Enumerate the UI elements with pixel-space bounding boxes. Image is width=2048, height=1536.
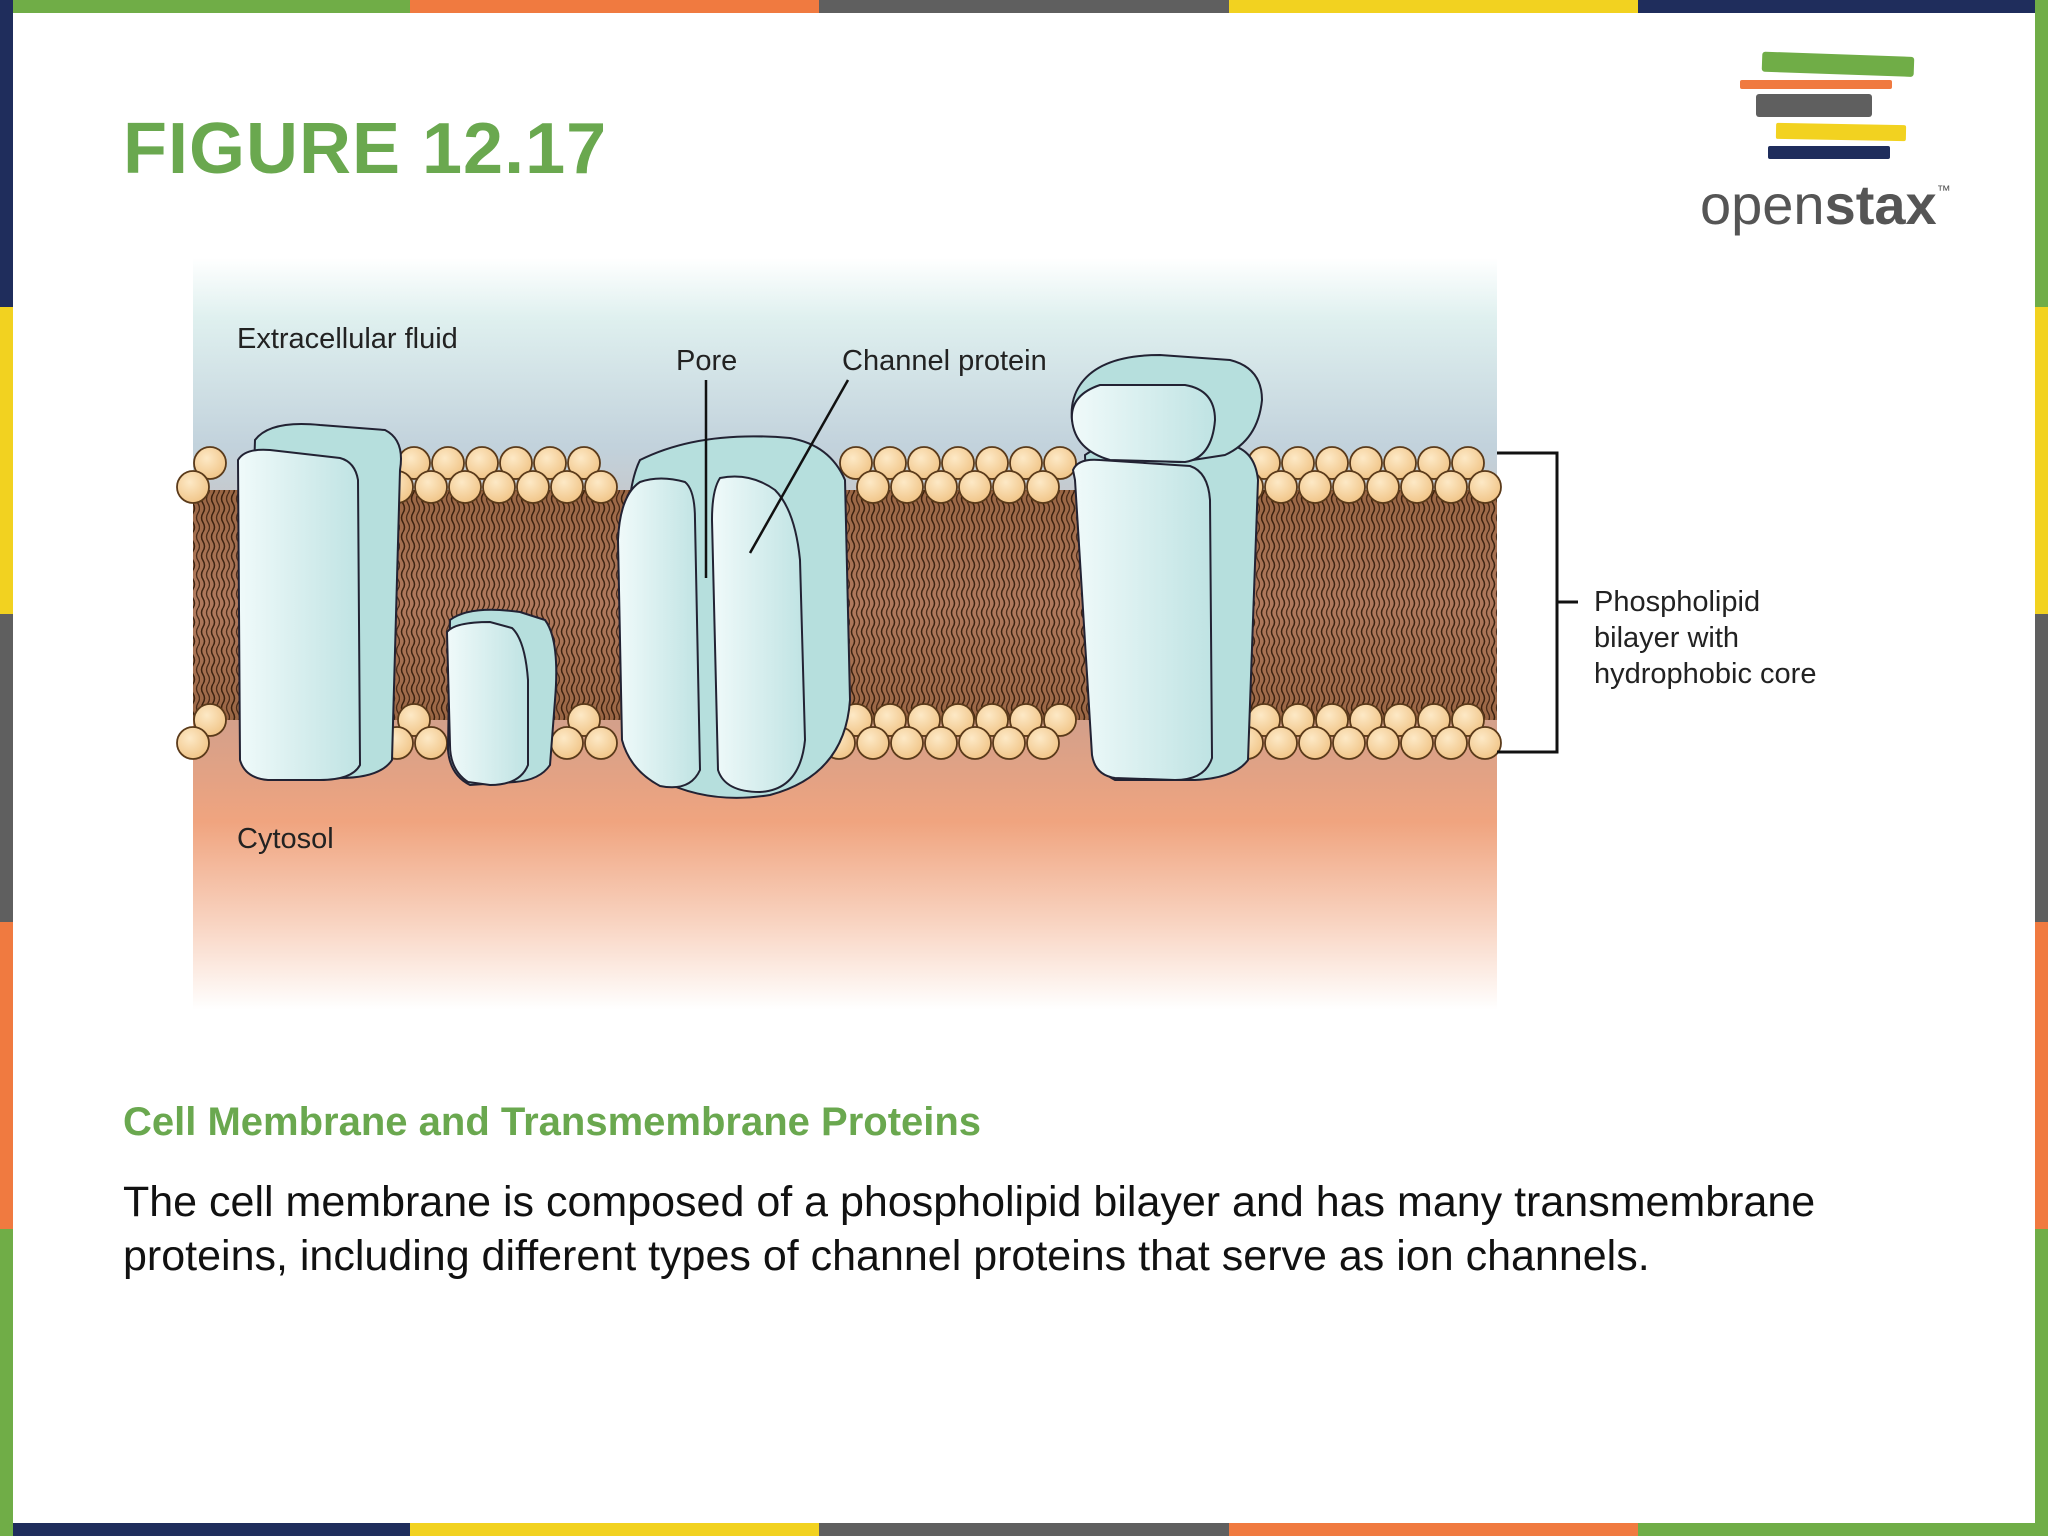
logo-word-stax: stax xyxy=(1824,173,1937,236)
phospholipid-head xyxy=(550,470,584,504)
openstax-logo-icon xyxy=(1740,51,1915,159)
cell-membrane-diagram: Extracellular fluid Pore Channel protein… xyxy=(176,258,1816,1010)
phospholipid-head xyxy=(1417,703,1451,737)
phospholipid-head xyxy=(1366,470,1400,504)
logo-wordmark: openstax™ xyxy=(1700,172,1951,237)
right-color-border xyxy=(2035,0,2048,1536)
phospholipid-head xyxy=(176,470,210,504)
phospholipid-head xyxy=(465,446,499,480)
transmembrane-proteins xyxy=(236,353,1264,799)
phospholipid-head xyxy=(499,446,533,480)
phospholipid-head xyxy=(1009,703,1043,737)
bilayer-label-line-3: hydrophobic core xyxy=(1594,658,1816,690)
phospholipid-head xyxy=(584,470,618,504)
phospholipid-head xyxy=(1349,703,1383,737)
trademark-symbol: ™ xyxy=(1936,182,1951,198)
phospholipid-head xyxy=(431,446,465,480)
phospholipid-head xyxy=(1349,446,1383,480)
phospholipid-head xyxy=(1468,726,1502,760)
phospholipid-head xyxy=(873,703,907,737)
phospholipid-head xyxy=(1009,446,1043,480)
phospholipid-head xyxy=(397,703,431,737)
phospholipid-head xyxy=(907,446,941,480)
phospholipid-head xyxy=(193,446,227,480)
phospholipid-head xyxy=(1383,446,1417,480)
cytosol-label: Cytosol xyxy=(237,823,334,855)
phospholipid-head xyxy=(1298,470,1332,504)
phospholipid-head xyxy=(992,470,1026,504)
phospholipid-head xyxy=(414,470,448,504)
figure-title: FIGURE 12.17 xyxy=(123,109,608,189)
phospholipid-head xyxy=(1468,470,1502,504)
phospholipid-head xyxy=(856,726,890,760)
phospholipid-head xyxy=(1332,726,1366,760)
bilayer-label-line-1: Phospholipid xyxy=(1594,586,1760,618)
phospholipid-head xyxy=(1281,703,1315,737)
phospholipid-head xyxy=(958,470,992,504)
phospholipid-head xyxy=(992,726,1026,760)
channel-protein-label: Channel protein xyxy=(842,345,1047,377)
phospholipid-head xyxy=(193,703,227,737)
phospholipid-head xyxy=(958,726,992,760)
phospholipid-head xyxy=(941,446,975,480)
phospholipid-head xyxy=(1315,446,1349,480)
phospholipid-head xyxy=(975,703,1009,737)
phospholipid-head xyxy=(1281,446,1315,480)
phospholipid-head xyxy=(890,726,924,760)
phospholipid-head xyxy=(1332,470,1366,504)
phospholipid-head xyxy=(1400,726,1434,760)
phospholipid-head xyxy=(1434,470,1468,504)
caption-body: The cell membrane is composed of a phosp… xyxy=(123,1178,1816,1280)
phospholipid-head xyxy=(907,703,941,737)
phospholipid-head xyxy=(176,726,210,760)
left-color-border xyxy=(0,0,13,1536)
channel-protein xyxy=(616,435,852,799)
phospholipid-head xyxy=(1400,470,1434,504)
phospholipid-head xyxy=(1366,726,1400,760)
bilayer-label-line-2: bilayer with xyxy=(1594,622,1739,654)
phospholipid-head xyxy=(941,703,975,737)
phospholipid-head xyxy=(1451,703,1485,737)
phospholipid-head xyxy=(1043,446,1077,480)
phospholipid-head xyxy=(1383,703,1417,737)
logo-word-open: open xyxy=(1700,173,1825,236)
caption-title: Cell Membrane and Transmembrane Proteins xyxy=(123,1100,982,1144)
phospholipid-head xyxy=(414,726,448,760)
phospholipid-head xyxy=(975,446,1009,480)
phospholipid-head xyxy=(567,703,601,737)
top-color-border xyxy=(0,0,2048,13)
phospholipid-head xyxy=(448,470,482,504)
phospholipid-head xyxy=(1298,726,1332,760)
phospholipid-head xyxy=(1043,703,1077,737)
phospholipid-head xyxy=(482,470,516,504)
pore-label: Pore xyxy=(676,345,737,377)
label-pointers xyxy=(704,379,850,578)
phospholipid-head xyxy=(1264,726,1298,760)
phospholipid-head xyxy=(856,470,890,504)
protein-right xyxy=(1070,353,1264,782)
phospholipid-head xyxy=(516,470,550,504)
protein-small xyxy=(445,608,558,787)
phospholipid-head xyxy=(1315,703,1349,737)
phospholipid-head xyxy=(567,446,601,480)
phospholipid-head xyxy=(1417,446,1451,480)
phospholipid-head xyxy=(1451,446,1485,480)
protein-left xyxy=(236,423,402,781)
bilayer-bracket xyxy=(1497,451,1578,754)
phospholipid-head xyxy=(924,470,958,504)
phospholipid-head xyxy=(584,726,618,760)
phospholipid-head xyxy=(839,446,873,480)
phospholipid-head xyxy=(1434,726,1468,760)
phospholipid-head xyxy=(1026,470,1060,504)
phospholipid-head xyxy=(1026,726,1060,760)
phospholipid-head xyxy=(873,446,907,480)
phospholipid-head xyxy=(550,726,584,760)
phospholipid-head xyxy=(1264,470,1298,504)
bottom-color-border xyxy=(0,1523,2048,1536)
phospholipid-head xyxy=(924,726,958,760)
phospholipid-head xyxy=(533,446,567,480)
phospholipid-head xyxy=(890,470,924,504)
extracellular-fluid-label: Extracellular fluid xyxy=(237,323,458,355)
